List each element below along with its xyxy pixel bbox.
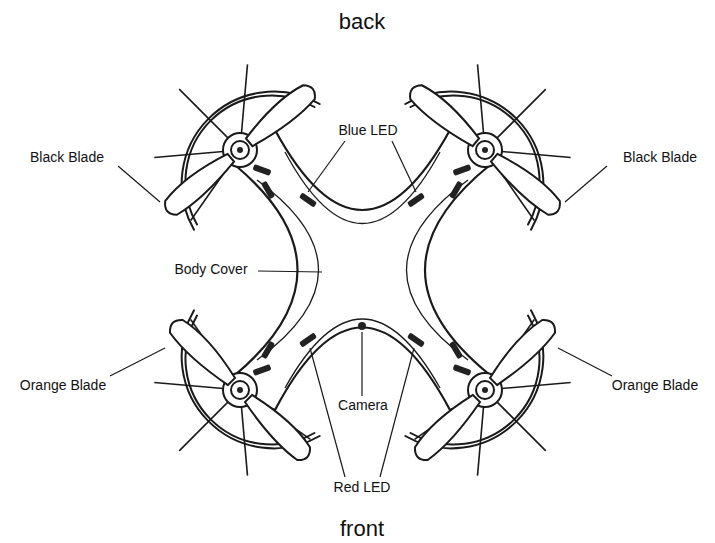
guard-spoke xyxy=(499,383,571,389)
part-label: Red LED xyxy=(334,480,391,495)
guard-spoke xyxy=(179,400,230,451)
leader-line xyxy=(558,348,612,376)
led-detail xyxy=(453,364,472,376)
guard-spoke xyxy=(495,89,546,140)
propeller xyxy=(165,315,315,465)
led-detail xyxy=(407,332,425,347)
led-detail xyxy=(261,181,275,200)
guard-spoke xyxy=(478,404,484,476)
blade xyxy=(242,80,320,151)
led-detail xyxy=(407,192,425,207)
orientation-label: back xyxy=(339,10,385,34)
orientation-label: front xyxy=(340,517,384,541)
body-cover-edge xyxy=(407,180,469,360)
guard-spoke xyxy=(154,151,226,157)
guard-spoke xyxy=(499,151,571,157)
led-detail xyxy=(261,341,275,360)
propeller xyxy=(405,80,565,219)
blade xyxy=(410,390,485,465)
body-cover-edge xyxy=(257,180,319,360)
blade xyxy=(241,390,316,465)
led-detail xyxy=(253,364,272,376)
led-detail xyxy=(449,341,463,360)
leader-line xyxy=(118,166,160,202)
body-cover-edge xyxy=(285,152,440,224)
part-label: Blue LED xyxy=(338,123,397,138)
led-detail xyxy=(453,164,472,176)
blade xyxy=(487,149,565,220)
guard-spoke xyxy=(241,404,247,476)
drone-body xyxy=(235,130,490,410)
guard-spoke xyxy=(241,64,247,136)
guard-spoke xyxy=(154,383,226,389)
leader-line xyxy=(308,141,345,192)
blade xyxy=(405,80,483,151)
blade xyxy=(160,149,238,220)
leader-line xyxy=(361,332,362,396)
propeller xyxy=(410,315,560,465)
part-label: Black Blade xyxy=(623,150,697,165)
guard-spoke xyxy=(179,89,230,140)
part-label: Black Blade xyxy=(30,150,104,165)
guard-spoke xyxy=(478,64,484,136)
part-label: Orange Blade xyxy=(20,378,106,393)
part-label: Body Cover xyxy=(174,262,247,277)
camera-lens xyxy=(358,322,366,330)
led-detail xyxy=(449,181,463,200)
leader-line xyxy=(565,166,607,202)
blade xyxy=(485,315,560,390)
guard-spoke xyxy=(495,400,546,451)
propeller xyxy=(160,80,320,219)
led-detail xyxy=(299,192,317,207)
part-label: Orange Blade xyxy=(612,378,698,393)
blade xyxy=(165,315,240,390)
leader-line xyxy=(392,141,416,192)
leader-line xyxy=(110,348,165,376)
led-detail xyxy=(253,164,272,176)
leader-line xyxy=(258,271,322,272)
part-label: Camera xyxy=(338,398,388,413)
body-outline xyxy=(235,130,490,410)
led-detail xyxy=(299,332,317,347)
